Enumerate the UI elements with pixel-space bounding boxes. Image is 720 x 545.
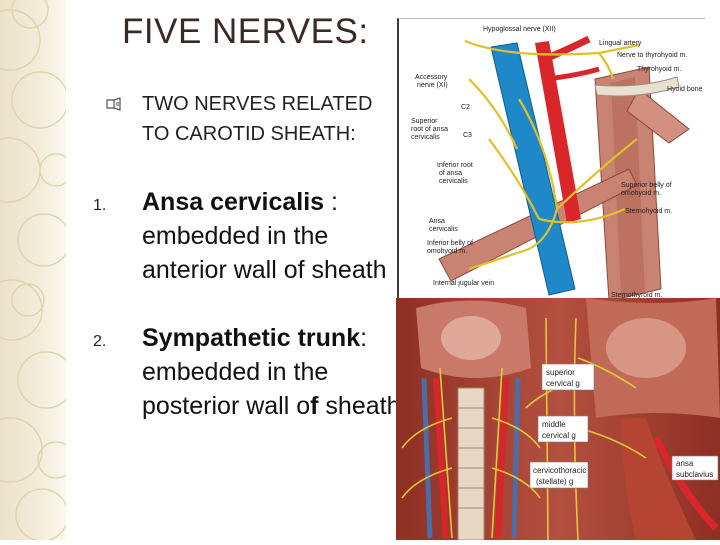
label-cervicalis-2: cervicalis — [439, 178, 468, 185]
intro-text: TWO NERVES RELATED TO CAROTID SHEATH: — [142, 93, 373, 145]
label-sternothyroid: Sternothyroid m. — [611, 292, 662, 299]
label-of-ansa: of ansa — [439, 170, 462, 177]
decorative-left-band — [0, 0, 66, 540]
label-nerve-to-thyrohyoid: Nerve to thyrohyoid m. — [617, 52, 687, 59]
label-omohyoid: omohyoid m. — [621, 190, 661, 197]
figure-bottom-labels: superior cervical g middle cervical g ce… — [529, 363, 719, 489]
label-cervical-g: cervical g — [546, 379, 580, 388]
item-description-end: sheath — [318, 392, 401, 420]
figure-top-labels: Hypoglossal nerve (XII) Lingual artery N… — [411, 26, 703, 299]
label-cervical-g-2: cervical g — [542, 431, 576, 440]
ansa-cervicalis-illustration: Hypoglossal nerve (XII) Lingual artery N… — [397, 18, 705, 303]
label-c3: C3 — [463, 132, 472, 139]
label-sternohyoid: Sternohyoid m. — [625, 208, 672, 215]
label-box-superior — [541, 363, 595, 391]
sympathetic-trunk-drawing: superior cervical g middle cervical g ce… — [396, 298, 720, 541]
label-root-of-ansa: root of ansa — [411, 126, 448, 133]
label-c2: C2 — [461, 104, 470, 111]
label-cervicalis: cervicalis — [411, 134, 440, 141]
list-number: 1. — [93, 197, 107, 214]
label-box-middle — [537, 415, 589, 443]
label-accessory-nerve: nerve (XI) — [417, 82, 448, 89]
label-box-ansa — [671, 455, 719, 481]
label-cervicothoracic: cervicothoracic — [533, 466, 586, 475]
label-hypoglossal-nerve: Hypoglossal nerve (XII) — [483, 26, 556, 33]
label-ansa: ansa — [676, 459, 694, 468]
item-description-bold-letter: f — [310, 392, 319, 420]
label-superior: superior — [546, 368, 575, 377]
label-accessory: Accessory — [415, 74, 448, 81]
item-description: : embedded in the anterior wall of sheat… — [142, 188, 387, 284]
label-ansa: Ansa — [429, 218, 445, 225]
label-middle: middle — [542, 420, 566, 429]
item-description: : embedded in the posterior wall o — [142, 324, 368, 420]
label-ansa-cervicalis: cervicalis — [429, 226, 458, 233]
list-number: 2. — [93, 333, 107, 350]
item-term: Sympathetic trunk — [142, 324, 361, 352]
list-item-ansa-cervicalis: Ansa cervicalis : embedded in the anteri… — [142, 185, 402, 287]
decorative-pattern — [0, 0, 66, 540]
label-stellate-g: (stellate) g — [536, 477, 573, 486]
item-term: Ansa cervicalis — [142, 188, 325, 216]
label-inferior-root: Inferior root — [437, 162, 473, 169]
label-internal-jugular-vein: Internal jugular vein — [433, 280, 494, 287]
label-lingual-artery: Lingual artery — [599, 40, 642, 47]
label-omohyoid-2: omohyoid m. — [427, 248, 467, 255]
label-subclavius: subclavius — [676, 470, 713, 479]
slide-title: FIVE NERVES: — [122, 12, 369, 51]
list-item-sympathetic-trunk: Sympathetic trunk: embedded in the poste… — [142, 321, 402, 423]
sympathetic-trunk-illustration: superior cervical g middle cervical g ce… — [396, 298, 720, 541]
label-superior: Superior — [411, 118, 438, 125]
label-inferior-belly: Inferior belly of — [427, 240, 473, 247]
label-box-cervicothoracic — [529, 461, 589, 489]
label-thyrohyoid: Thyrohyoid m. — [637, 66, 681, 73]
label-superior-belly: Superior belly of — [621, 182, 672, 189]
ansa-cervicalis-drawing: Hypoglossal nerve (XII) Lingual artery N… — [411, 26, 703, 302]
label-hyoid-bone: Hyoid bone — [667, 86, 703, 93]
bullet-icon — [106, 97, 121, 111]
